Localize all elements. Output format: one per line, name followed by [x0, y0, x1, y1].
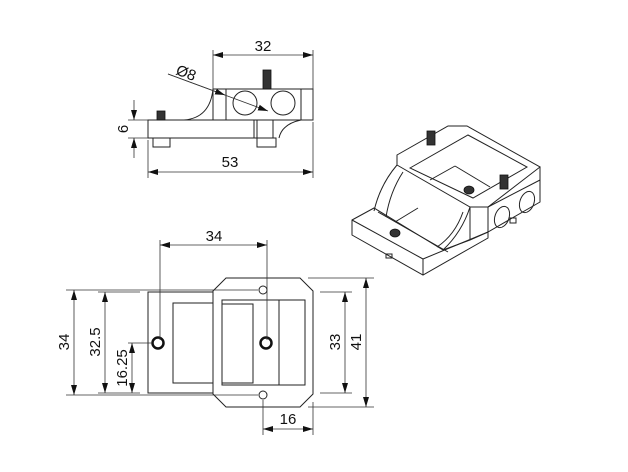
upper-block — [212, 88, 314, 121]
dim-16: 16 — [280, 411, 297, 428]
isometric-view — [351, 125, 541, 276]
dim-6: 6 — [115, 125, 132, 133]
fillet — [183, 88, 214, 121]
top-view: 34 34 32.5 16.25 33 41 16 — [56, 228, 374, 435]
octagon-block — [212, 277, 314, 408]
set-screw — [426, 130, 436, 146]
set-screw — [156, 110, 166, 121]
set-screw — [499, 174, 509, 190]
dim-32: 32 — [255, 38, 272, 55]
hole — [258, 390, 268, 400]
screw-head — [463, 185, 475, 195]
dim-32-5: 32.5 — [87, 327, 104, 356]
hole — [232, 90, 258, 116]
dim-33: 33 — [327, 334, 344, 351]
top-face — [396, 125, 541, 208]
dim-53: 53 — [222, 154, 239, 171]
base-plate — [351, 207, 489, 276]
side-view: 32 Ø8 6 53 — [115, 38, 314, 178]
foot — [256, 137, 277, 148]
screw-hole — [259, 336, 273, 350]
end-face — [487, 179, 541, 233]
dim-diameter-8: Ø8 — [174, 62, 199, 85]
dim-34-vertical: 34 — [56, 334, 73, 351]
foot — [152, 137, 171, 148]
base-plate — [147, 119, 274, 139]
hole — [270, 90, 296, 116]
hole — [258, 285, 268, 295]
inner-opening — [408, 134, 529, 199]
set-screw — [262, 69, 272, 90]
screw-head — [389, 228, 401, 238]
hole — [493, 205, 511, 229]
hole — [518, 190, 536, 214]
dim-16-25: 16.25 — [114, 349, 131, 387]
cradle-arc — [373, 164, 398, 212]
dim-41: 41 — [348, 334, 365, 351]
dim-34-horizontal: 34 — [206, 228, 223, 245]
fillet — [278, 119, 302, 139]
screw-hole — [151, 336, 165, 350]
